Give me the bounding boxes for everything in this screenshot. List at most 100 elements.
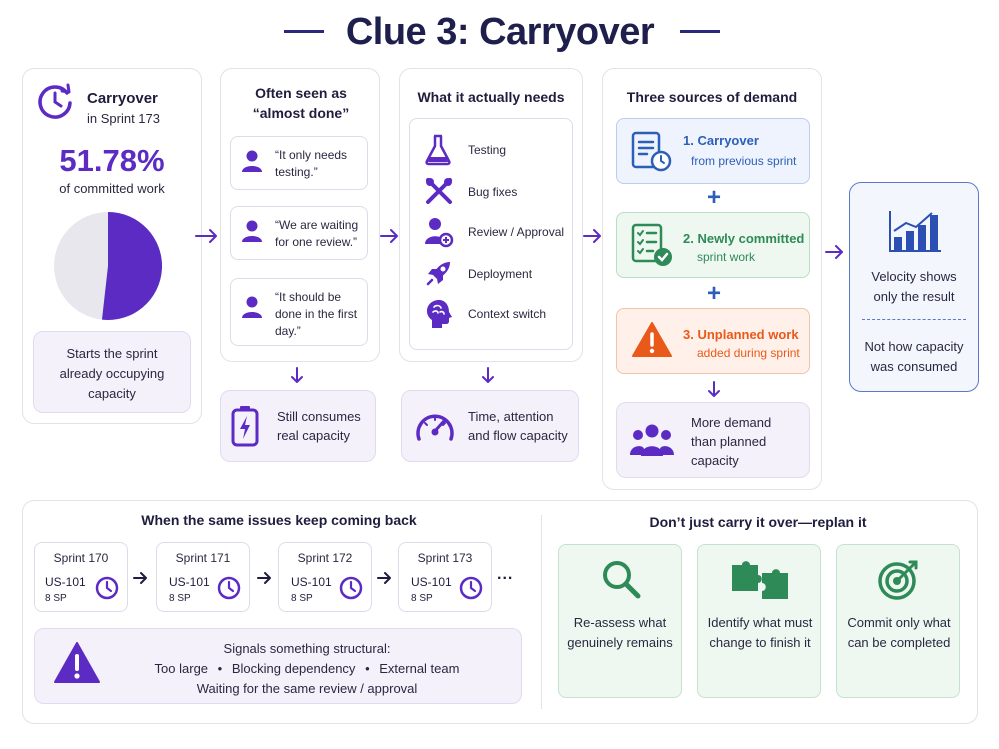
sprint-story: US-101 [291, 575, 332, 589]
replan-action-identify: Identify what must change to finish it [697, 544, 821, 698]
sprint-points: 8 SP [291, 593, 313, 604]
velocity-not-text: Not how capacity was consumed [864, 339, 964, 374]
almost-done-heading: Often seen as “almost done” [252, 85, 350, 121]
quote-text-3: “It should be done in the first day.” [275, 290, 358, 338]
battery-charging-icon [231, 405, 259, 447]
needs-item-testing: Testing [420, 132, 570, 168]
demand-source-unplanned: 3. Unplanned work added during sprint [616, 308, 810, 374]
magnifier-icon [601, 559, 641, 599]
sprint-name: Sprint 173 [417, 551, 473, 565]
sprint-name: Sprint 171 [175, 551, 231, 565]
replan-action-reassess: Re-assess what genuinely remains [558, 544, 682, 698]
title-rule-left [284, 30, 324, 33]
quote-bubble-1: “It only needs testing.” [230, 136, 368, 190]
quote-text-1: “It only needs testing.” [275, 148, 348, 179]
signal-bullet: • [217, 661, 223, 676]
plus-sign-2: + [706, 280, 721, 307]
sprint-arrow-2 [257, 572, 271, 584]
replan-action-label: Re-assess what genuinely remains [567, 615, 673, 650]
sprint-points: 8 SP [45, 593, 67, 604]
velocity-shows-text: Velocity shows only the result [871, 269, 957, 304]
velocity-divider [862, 319, 966, 320]
needs-item-label: Context switch [468, 307, 547, 321]
needs-item-label: Review / Approval [468, 225, 565, 239]
person-icon [241, 295, 263, 319]
quote-text-2: “We are waiting for one review.” [275, 218, 359, 249]
clock-arrow-icon [35, 81, 75, 121]
demand-source-title: 3. Unplanned work [683, 327, 799, 342]
sprint-points: 8 SP [169, 593, 191, 604]
replan-action-label: Commit only what can be completed [847, 615, 951, 650]
bar-chart-icon [888, 209, 942, 253]
time-attention-box: Time, attention and flow capacity [401, 390, 579, 462]
needs-item-deployment: Deployment [420, 256, 570, 292]
down-arrow-2 [482, 367, 494, 383]
warning-icon [631, 321, 673, 359]
clock-icon [459, 576, 483, 600]
plus-sign-1: + [706, 184, 721, 211]
velocity-card: Velocity shows only the result Not how c… [849, 182, 979, 392]
needs-item-bug-fixes: Bug fixes [420, 174, 570, 210]
brain-icon [424, 298, 454, 330]
flow-arrow-3 [583, 229, 601, 243]
document-clock-icon [631, 131, 673, 173]
flow-arrow-1 [195, 229, 217, 243]
needs-item-context-switch: Context switch [420, 296, 570, 332]
quote-bubble-2: “We are waiting for one review.” [230, 206, 368, 260]
more-demand-text: More demand than planned capacity [691, 415, 772, 468]
clock-icon [217, 576, 241, 600]
sprint-story: US-101 [169, 575, 210, 589]
needs-item-review: Review / Approval [420, 214, 570, 250]
pie-carryover-slice [101, 212, 163, 320]
time-attention-text: Time, attention and flow capacity [468, 409, 568, 443]
puzzle-icon [730, 559, 790, 601]
page-title: Clue 3: Carryover [345, 11, 655, 53]
carryover-percent-label: of committed work [59, 181, 165, 196]
carryover-pie-chart [54, 212, 163, 320]
sprint-arrow-3 [377, 572, 391, 584]
sprint-card-170: Sprint 170 US-101 8 SP [34, 542, 128, 612]
carryover-note: Starts the sprint already occupying capa… [33, 331, 191, 413]
demand-source-carryover: 1. Carryover from previous sprint [616, 118, 810, 184]
flask-icon [424, 134, 452, 166]
carryover-heading-line2: in Sprint 173 [87, 111, 160, 126]
signals-box: Signals something structural: Too large … [34, 628, 522, 704]
more-demand-box: More demand than planned capacity [616, 402, 810, 478]
signals-items: Too large • Blocking dependency • Extern… [115, 659, 499, 678]
demand-source-new: 2. Newly committed sprint work [616, 212, 810, 278]
sprint-ellipsis: ... [497, 566, 514, 583]
consumes-capacity-text: Still consumes real capacity [277, 409, 361, 443]
clock-icon [339, 576, 363, 600]
replan-heading: Don’t just carry it over—replan it [649, 514, 867, 530]
sprint-arrow-1 [133, 572, 147, 584]
consumes-capacity-box: Still consumes real capacity [220, 390, 376, 462]
sprint-card-172: Sprint 172 US-101 8 SP [278, 542, 372, 612]
bottom-panel-divider [541, 515, 542, 709]
signals-title: Signals something structural: [223, 641, 391, 656]
needs-item-label: Bug fixes [468, 185, 518, 199]
flow-arrow-2 [380, 229, 398, 243]
warning-icon [53, 641, 101, 685]
signal-item-too-large: Too large [154, 661, 209, 676]
sprint-name: Sprint 172 [297, 551, 353, 565]
team-icon [629, 423, 675, 457]
target-icon [877, 559, 921, 601]
demand-heading: Three sources of demand [626, 89, 798, 105]
person-icon [241, 219, 263, 243]
rocket-icon [424, 258, 454, 288]
issues-heading: When the same issues keep coming back [141, 512, 417, 528]
checklist-icon [631, 223, 675, 269]
person-icon [241, 149, 263, 173]
sprint-name: Sprint 170 [53, 551, 109, 565]
sprint-points: 8 SP [411, 593, 433, 604]
replan-action-label: Identify what must change to finish it [707, 615, 813, 650]
needs-item-label: Deployment [468, 267, 533, 281]
demand-source-title: 2. Newly committed [683, 231, 805, 246]
tools-icon [424, 176, 454, 206]
signal-item-external: External team [379, 661, 460, 676]
needs-heading: What it actually needs [417, 89, 565, 105]
demand-source-sub: sprint work [697, 250, 756, 264]
demand-source-title: 1. Carryover [683, 133, 759, 148]
carryover-heading: Carryover in Sprint 173 [87, 89, 199, 128]
quote-bubble-3: “It should be done in the first day.” [230, 278, 368, 346]
